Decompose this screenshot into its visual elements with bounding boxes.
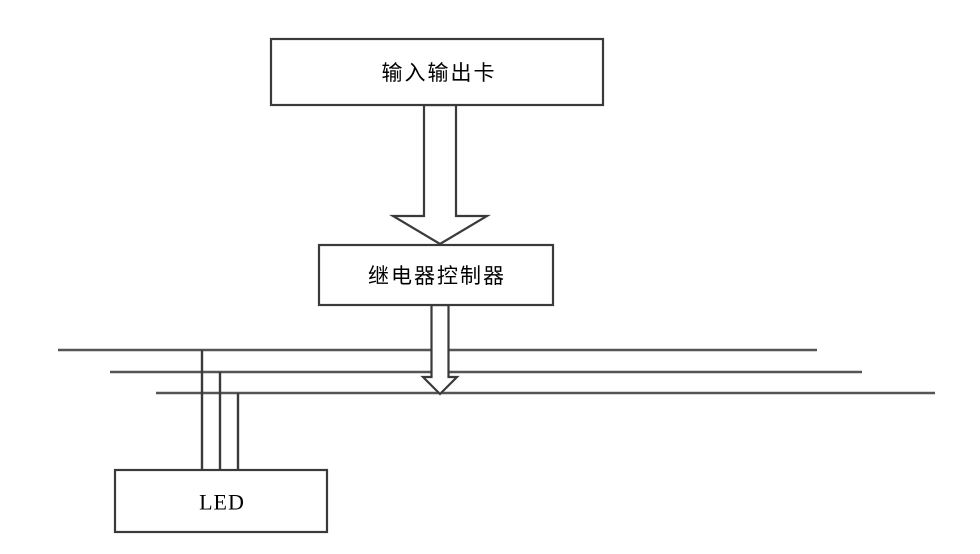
node-relay-controller: 继电器控制器	[317, 243, 555, 307]
node-led-box	[113, 468, 329, 534]
node-led: LED	[113, 468, 329, 534]
node-io-card: 输入输出卡	[269, 37, 605, 107]
node-relay-controller-label: 继电器控制器	[368, 264, 506, 288]
bus-line-group	[58, 348, 935, 395]
arrow-io-card-to-relay-controller	[389, 103, 491, 246]
drop-line-group	[200, 350, 240, 470]
node-led-label: LED	[199, 490, 245, 515]
node-io-card-label: 输入输出卡	[382, 61, 497, 85]
node-relay-controller-box	[317, 243, 555, 307]
arrow-relay-controller-to-bus	[420, 303, 460, 396]
node-io-card-box	[269, 37, 605, 107]
